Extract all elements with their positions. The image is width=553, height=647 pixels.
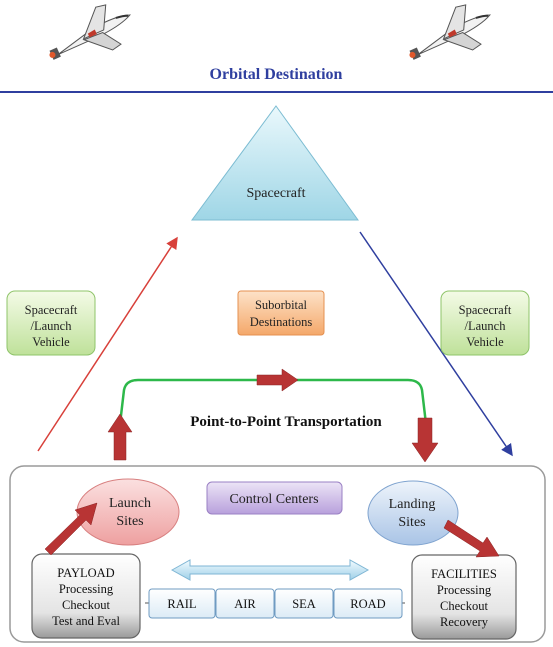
- transport-mode-label: ROAD: [350, 597, 385, 611]
- left-box-line-2: /Launch: [31, 319, 73, 333]
- suborbital-line-1: Suborbital: [255, 298, 308, 312]
- header-title: Orbital Destination: [210, 66, 343, 83]
- facilities-line-2: Processing: [437, 583, 492, 597]
- space-shuttle-icon: [49, 4, 131, 60]
- transport-mode-box: [274, 588, 334, 619]
- landing-sites-line-2: Sites: [398, 515, 425, 530]
- transport-double-arrow: [170, 559, 370, 581]
- payload-line-1: PAYLOAD: [57, 566, 114, 580]
- arc-right-arrow: [256, 368, 299, 392]
- left-box-line-3: Vehicle: [32, 335, 70, 349]
- transport-mode-label: SEA: [292, 597, 316, 611]
- spacecraft-launch-vehicle-right-box: [440, 290, 530, 356]
- facilities-line-4: Recovery: [440, 615, 489, 629]
- right-box-line-1: Spacecraft: [459, 303, 512, 317]
- landing-to-facilities-arrow: [443, 519, 500, 558]
- descent-line: [359, 231, 513, 457]
- suborbital-destinations-box: [237, 290, 325, 336]
- space-shuttle-icon: [409, 4, 491, 60]
- transport-mode-box: [215, 588, 275, 619]
- payload-box: [31, 553, 141, 639]
- spacecraft-triangle: [191, 105, 359, 221]
- facilities-box: [411, 554, 517, 640]
- left-box-line-1: Spacecraft: [25, 303, 78, 317]
- control-centers-label: Control Centers: [229, 492, 318, 507]
- transport-mode-box: [148, 588, 216, 619]
- transport-modes: RAIL AIR SEA ROAD: [148, 588, 403, 619]
- payload-line-3: Checkout: [62, 598, 110, 612]
- right-box-line-2: /Launch: [465, 319, 507, 333]
- facilities-line-1: FACILITIES: [431, 567, 497, 581]
- suborbital-line-2: Destinations: [250, 315, 313, 329]
- transport-mode-label: RAIL: [167, 597, 196, 611]
- payload-line-4: Test and Eval: [52, 614, 120, 628]
- point-to-point-label: Point-to-Point Transportation: [190, 414, 382, 430]
- right-box-line-3: Vehicle: [466, 335, 504, 349]
- spacecraft-launch-vehicle-left-box: [6, 290, 96, 356]
- arc-down-arrow: [411, 417, 439, 463]
- ascent-line: [37, 236, 178, 452]
- spacecraft-label: Spacecraft: [246, 186, 305, 201]
- transport-mode-box: [333, 588, 403, 619]
- landing-sites-ellipse: [367, 480, 459, 546]
- facilities-line-3: Checkout: [440, 599, 488, 613]
- payload-line-2: Processing: [59, 582, 114, 596]
- launch-sites-line-1: Launch: [109, 496, 151, 511]
- arc-up-arrow: [107, 413, 133, 461]
- control-centers-box: [206, 481, 343, 515]
- payload-to-launch-arrow: [44, 502, 98, 556]
- transport-mode-label: AIR: [234, 597, 256, 611]
- launch-sites-line-2: Sites: [116, 514, 143, 529]
- landing-sites-line-1: Landing: [389, 497, 436, 512]
